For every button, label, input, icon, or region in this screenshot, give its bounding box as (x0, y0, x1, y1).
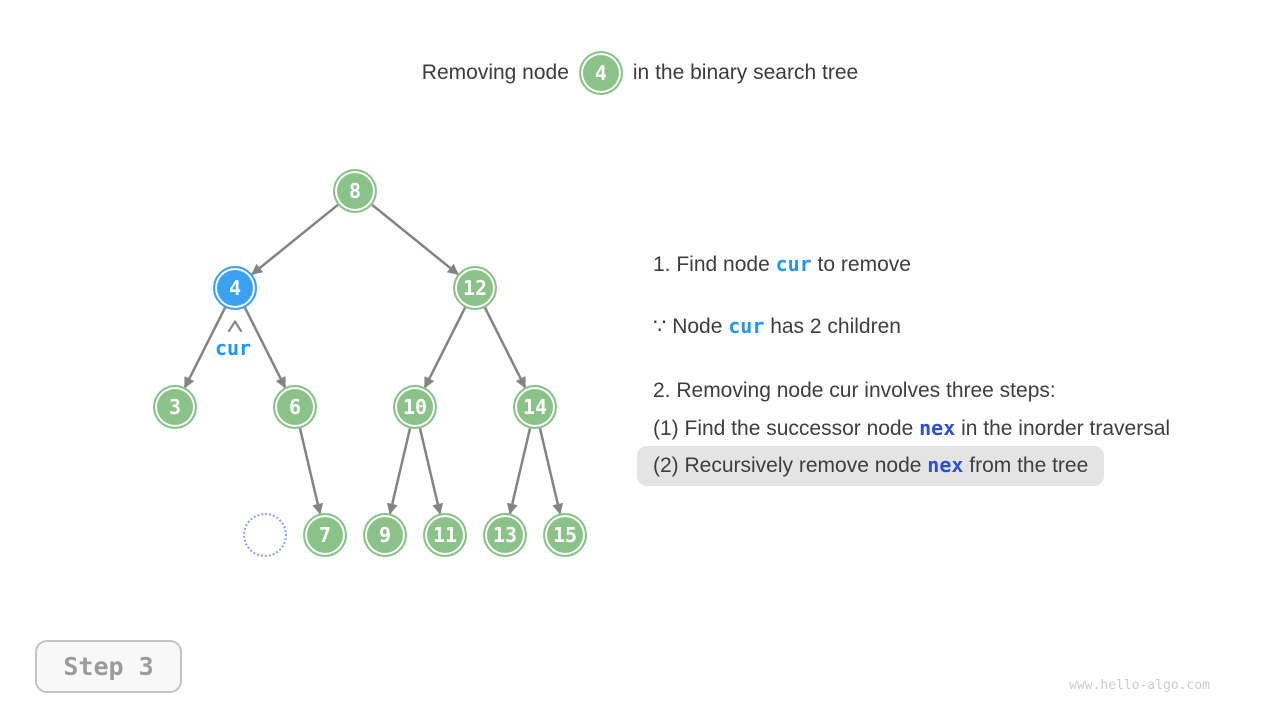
note-line-5-highlighted: (2) Recursively remove node nex from the… (637, 446, 1105, 486)
step-badge: Step 3 (35, 640, 182, 693)
note-line-2: ∵ Node cur has 2 children (653, 314, 901, 339)
tree-node-6: 6 (273, 385, 317, 429)
cur-label: cur (214, 336, 252, 360)
note-line-1: 1. Find node cur to remove (653, 252, 911, 277)
node-value: 10 (402, 395, 428, 419)
title-node-circle: 4 (578, 51, 623, 95)
tree-node-9: 9 (363, 513, 407, 557)
code-cur: cur (728, 314, 765, 338)
cur-pointer-caret-icon (227, 320, 243, 333)
note-text: ∵ Node (653, 315, 729, 338)
note-text: (2) Recursively remove node (653, 454, 928, 477)
node-value: 6 (288, 395, 302, 419)
step-badge-label: Step 3 (63, 652, 154, 681)
note-line-4: (1) Find the successor node nex in the i… (653, 416, 1170, 441)
title-prefix: Removing node (421, 61, 569, 84)
note-text: 1. Find node (653, 253, 776, 276)
note-text: (1) Find the successor node (653, 417, 920, 440)
code-nex: nex (919, 416, 956, 440)
note-text: has 2 children (764, 315, 901, 338)
tree-node-10: 10 (393, 385, 437, 429)
watermark: www.hello-algo.com (1069, 678, 1210, 693)
tree-node-13: 13 (483, 513, 527, 557)
note-text: to remove (811, 253, 911, 276)
note-text: 2. Removing node cur involves three step… (653, 379, 1056, 402)
note-text: from the tree (963, 454, 1089, 477)
tree-node-12: 12 (453, 266, 497, 310)
node-value: 13 (492, 523, 518, 547)
node-value: 12 (462, 276, 488, 300)
note-line-3: 2. Removing node cur involves three step… (653, 379, 1056, 403)
empty-node-placeholder (243, 513, 287, 557)
node-value: 9 (378, 523, 392, 547)
tree-node-4-current: 4 (213, 266, 257, 310)
tree-node-14: 14 (513, 385, 557, 429)
node-value: 15 (552, 523, 578, 547)
tree-node-11: 11 (423, 513, 467, 557)
tree-node-3: 3 (153, 385, 197, 429)
code-cur: cur (775, 252, 812, 276)
node-value: 4 (228, 276, 242, 300)
title-node-value: 4 (594, 61, 607, 85)
code-nex: nex (927, 453, 964, 477)
node-value: 3 (168, 395, 182, 419)
tree-node-15: 15 (543, 513, 587, 557)
title-suffix: in the binary search tree (632, 61, 859, 84)
node-value: 7 (318, 523, 332, 547)
page-title: Removing node 4 in the binary search tre… (0, 51, 1280, 95)
node-value: 8 (348, 179, 362, 203)
node-value: 11 (432, 523, 458, 547)
tree-node-8: 8 (333, 169, 377, 213)
node-value: 14 (522, 395, 548, 419)
note-text: in the inorder traversal (955, 417, 1171, 440)
tree-node-7: 7 (303, 513, 347, 557)
